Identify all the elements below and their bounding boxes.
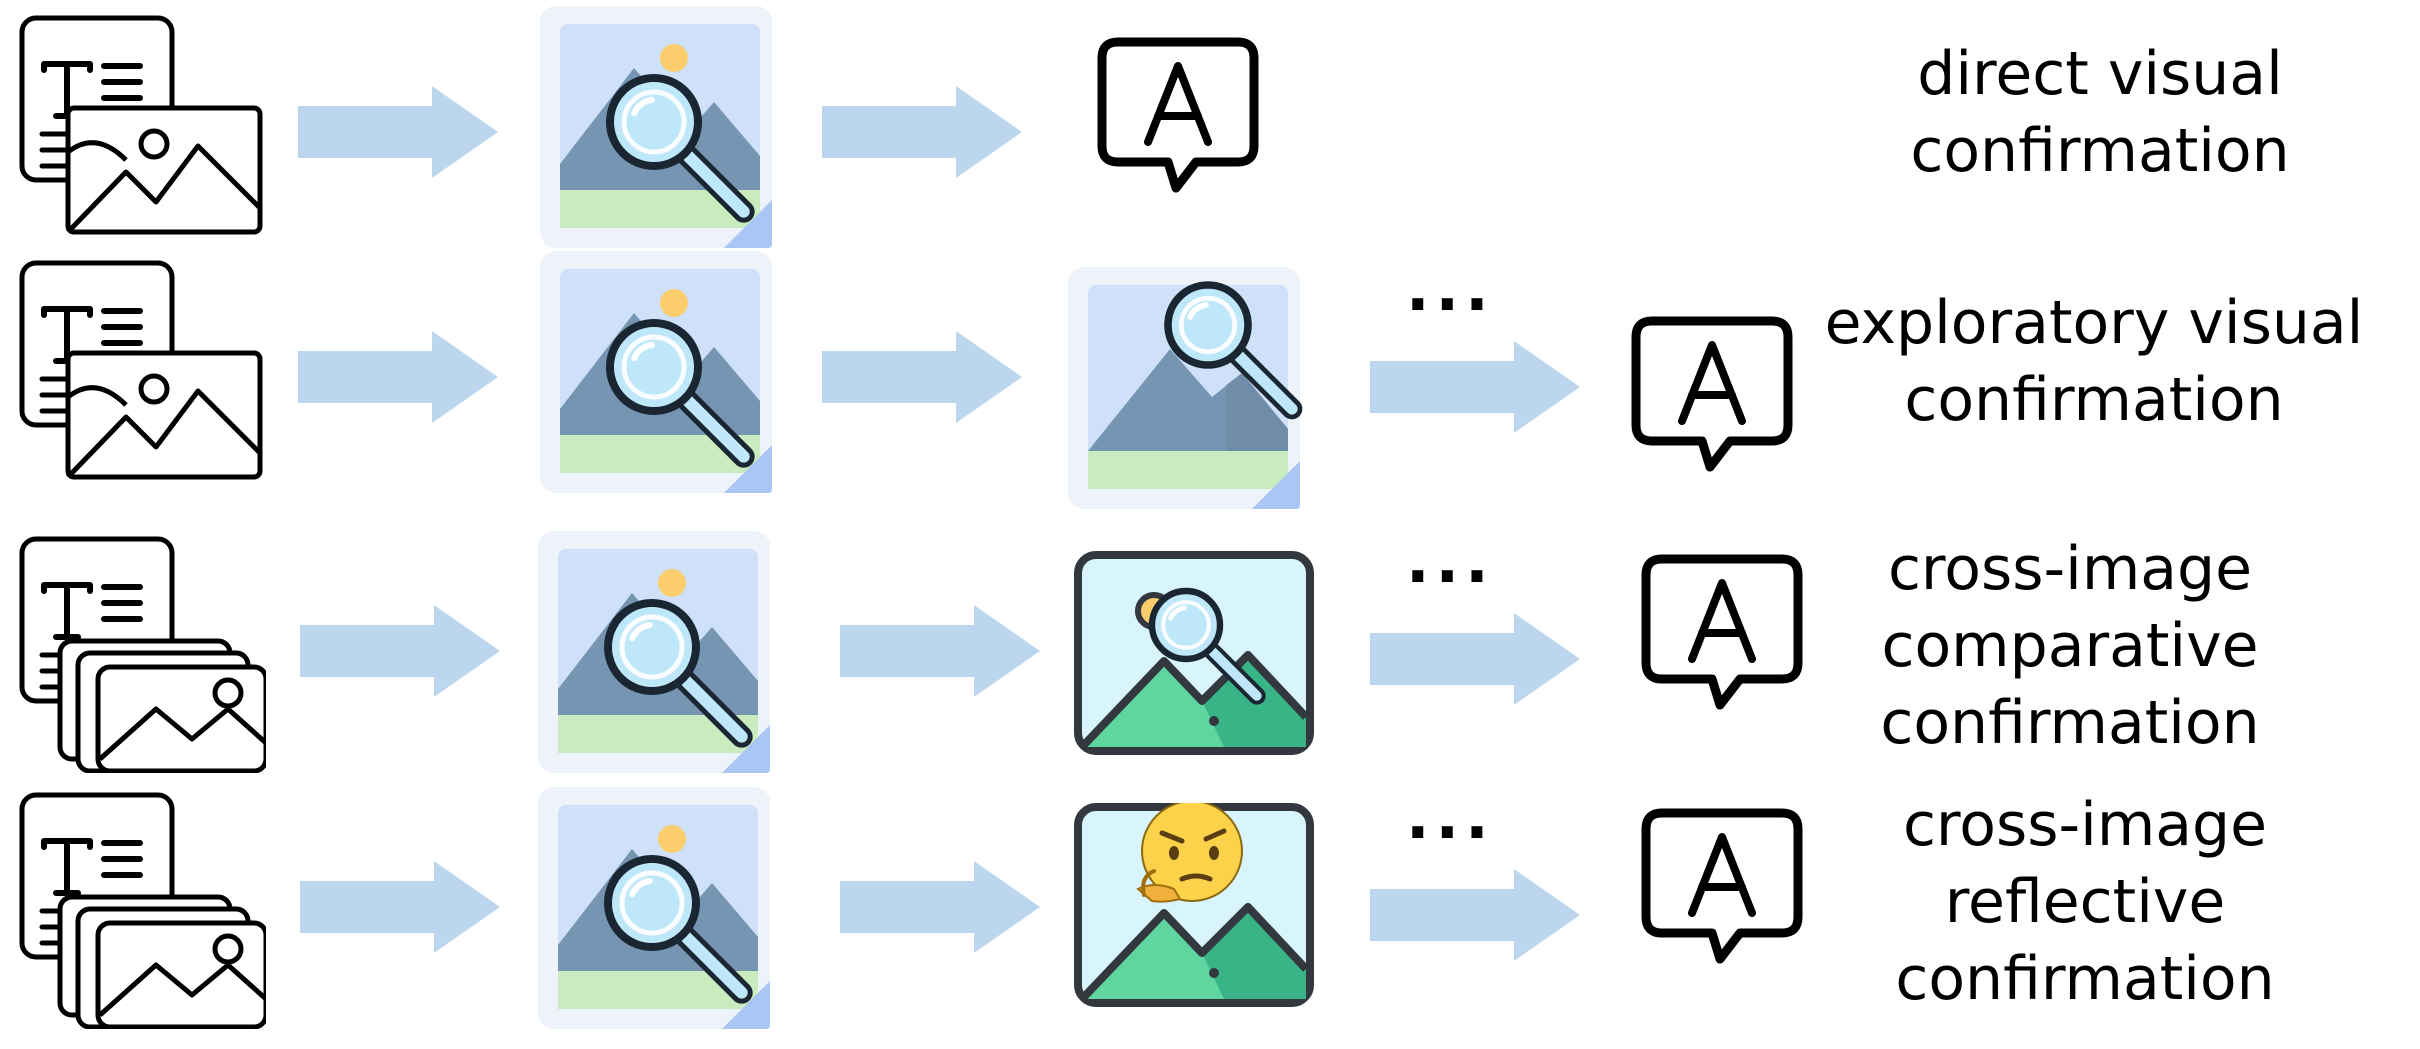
text-and-image-doc-icon <box>19 260 263 480</box>
row-label-line: cross-image <box>1887 534 2253 604</box>
flow-arrow-icon <box>840 605 1040 697</box>
image-magnifier-icon <box>540 6 772 248</box>
row-label-line: confirmation <box>1910 116 2290 186</box>
text-and-image-stack-icon <box>19 536 266 773</box>
flow-arrow-icon <box>1370 341 1580 433</box>
speech-bubble-answer-icon: A <box>1631 316 1793 472</box>
row-label-line: confirmation <box>1904 365 2284 435</box>
row-label-line: direct visual <box>1917 39 2283 109</box>
row-label-line: cross-image <box>1902 790 2268 860</box>
text-and-image-stack-icon <box>19 792 266 1029</box>
ellipsis: ... <box>1406 252 1495 325</box>
flow-arrow-icon <box>1370 869 1580 961</box>
row-label-line: exploratory visual <box>1824 288 2364 358</box>
image-magnifier-icon <box>540 251 772 493</box>
flow-arrow-icon <box>298 86 498 178</box>
ellipsis: ... <box>1406 524 1495 597</box>
row-label-line: comparative <box>1881 611 2259 681</box>
flow-arrow-icon <box>298 331 498 423</box>
framed-image-magnifier-icon <box>1074 551 1314 755</box>
speech-bubble-answer-icon: A <box>1097 37 1259 193</box>
speech-bubble-answer-icon: A <box>1641 808 1803 964</box>
ellipsis: ... <box>1406 780 1495 853</box>
flow-arrow-icon <box>1370 613 1580 705</box>
flow-arrow-icon <box>300 861 500 953</box>
image-magnifier-icon <box>1068 267 1303 509</box>
flow-arrow-icon <box>300 605 500 697</box>
flow-arrow-icon <box>840 861 1040 953</box>
image-magnifier-icon <box>538 531 770 773</box>
image-magnifier-icon <box>538 787 770 1029</box>
speech-bubble-answer-icon: A <box>1641 554 1803 710</box>
row-label-line: reflective <box>1944 867 2226 937</box>
thinking-face-icon <box>1074 803 1314 1007</box>
flow-arrow-icon <box>822 86 1022 178</box>
text-and-image-doc-icon <box>19 15 263 235</box>
flow-arrow-icon <box>822 331 1022 423</box>
row-label-line: confirmation <box>1895 944 2275 1014</box>
thinking-emoji <box>1136 803 1243 903</box>
row-label-line: confirmation <box>1880 688 2260 758</box>
